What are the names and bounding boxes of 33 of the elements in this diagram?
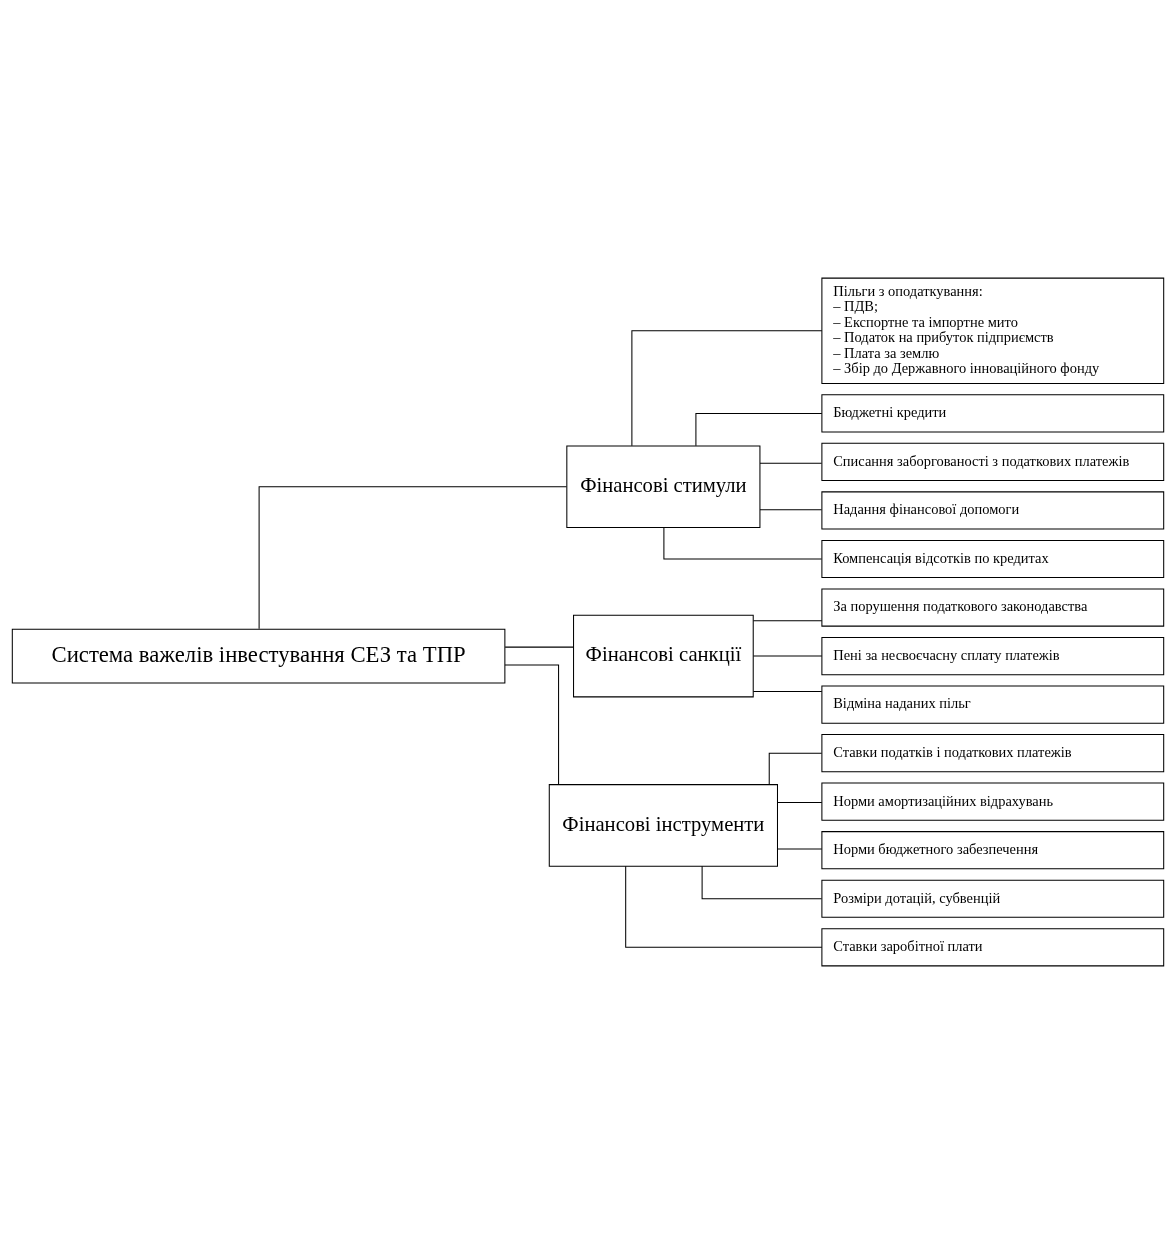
node-box: Ставки податків і податкових платежів xyxy=(821,734,1165,773)
node-box: Надання фінансової допомоги xyxy=(821,491,1165,530)
connector xyxy=(701,865,823,900)
connector xyxy=(504,664,560,786)
connector xyxy=(777,801,823,803)
connector xyxy=(504,646,574,648)
node-box: Пільги з оподаткування: – ПДВ; – Експортне та імпортне мито – Податок на прибуток підприємств – Плата за землю – Збір до Державного інноваційного фонду xyxy=(821,277,1165,384)
connector xyxy=(752,620,823,622)
node-box: Фінансові санкції xyxy=(573,614,754,698)
node-box: Норми бюджетного забезпечення xyxy=(821,831,1165,870)
node-box: Пені за несвоєчасну сплату платежів xyxy=(821,636,1165,676)
node-box: Розміри дотацій, субвенцій xyxy=(821,879,1165,918)
connector xyxy=(752,690,823,692)
node-box: Компенсація відсотків по кредитах xyxy=(821,539,1165,579)
node-box: За порушення податкового законодавства xyxy=(821,588,1165,627)
node-box: Ставки заробітної плати xyxy=(821,928,1165,967)
connector xyxy=(258,486,568,630)
node-box: Відміна наданих пільг xyxy=(821,685,1165,724)
connector xyxy=(768,752,823,786)
connector xyxy=(752,655,823,657)
node-box: Бюджетні кредити xyxy=(821,394,1165,433)
connector xyxy=(777,848,823,850)
connector xyxy=(759,509,823,511)
connector xyxy=(759,462,823,464)
node-box: Списання заборгованості з податкових платежів xyxy=(821,442,1165,482)
node-box: Система важелів інвестування СЕЗ та ТПР xyxy=(11,628,506,684)
node-box: Фінансові стимули xyxy=(566,445,761,529)
connector xyxy=(625,865,823,948)
connector xyxy=(695,412,823,447)
node-box: Фінансові інструменти xyxy=(548,784,778,867)
connector xyxy=(663,527,823,560)
connector xyxy=(631,330,823,447)
node-box: Норми амортизаційних відрахувань xyxy=(821,782,1165,821)
